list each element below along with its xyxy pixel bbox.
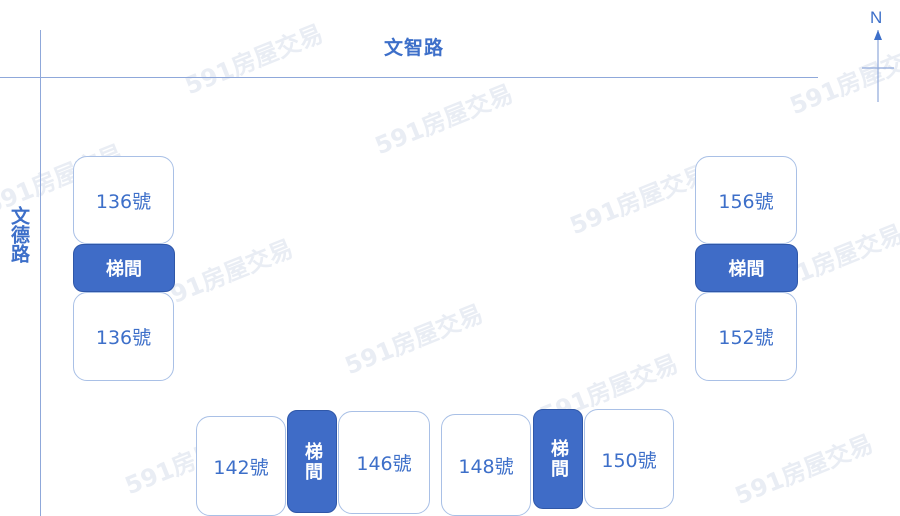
watermark: 591房屋交易: [181, 19, 327, 101]
watermark: 591房屋交易: [731, 429, 877, 511]
stairwell-bottom-right: 梯間: [533, 409, 583, 509]
watermark: 591房屋交易: [371, 79, 517, 161]
unit-152[interactable]: 152號: [695, 292, 797, 381]
stairwell-left: 梯間: [73, 244, 175, 292]
unit-156[interactable]: 156號: [695, 156, 797, 244]
watermark: 591房屋交易: [566, 159, 712, 241]
compass-north-label: N: [870, 8, 883, 27]
west-road-line: [40, 30, 41, 516]
stairwell-right: 梯間: [695, 244, 798, 292]
unit-146[interactable]: 146號: [338, 411, 430, 514]
unit-136-lower[interactable]: 136號: [73, 292, 174, 381]
unit-136-upper[interactable]: 136號: [73, 156, 174, 244]
unit-148[interactable]: 148號: [441, 414, 531, 516]
unit-142[interactable]: 142號: [196, 416, 286, 516]
north-road-line: [0, 77, 818, 78]
unit-150[interactable]: 150號: [584, 409, 674, 509]
compass-icon: [860, 28, 896, 104]
stairwell-bottom-left: 梯間: [287, 410, 337, 513]
north-road-label: 文智路: [384, 37, 445, 59]
watermark: 591房屋交易: [341, 299, 487, 381]
west-road-label: 文德路: [8, 206, 30, 263]
